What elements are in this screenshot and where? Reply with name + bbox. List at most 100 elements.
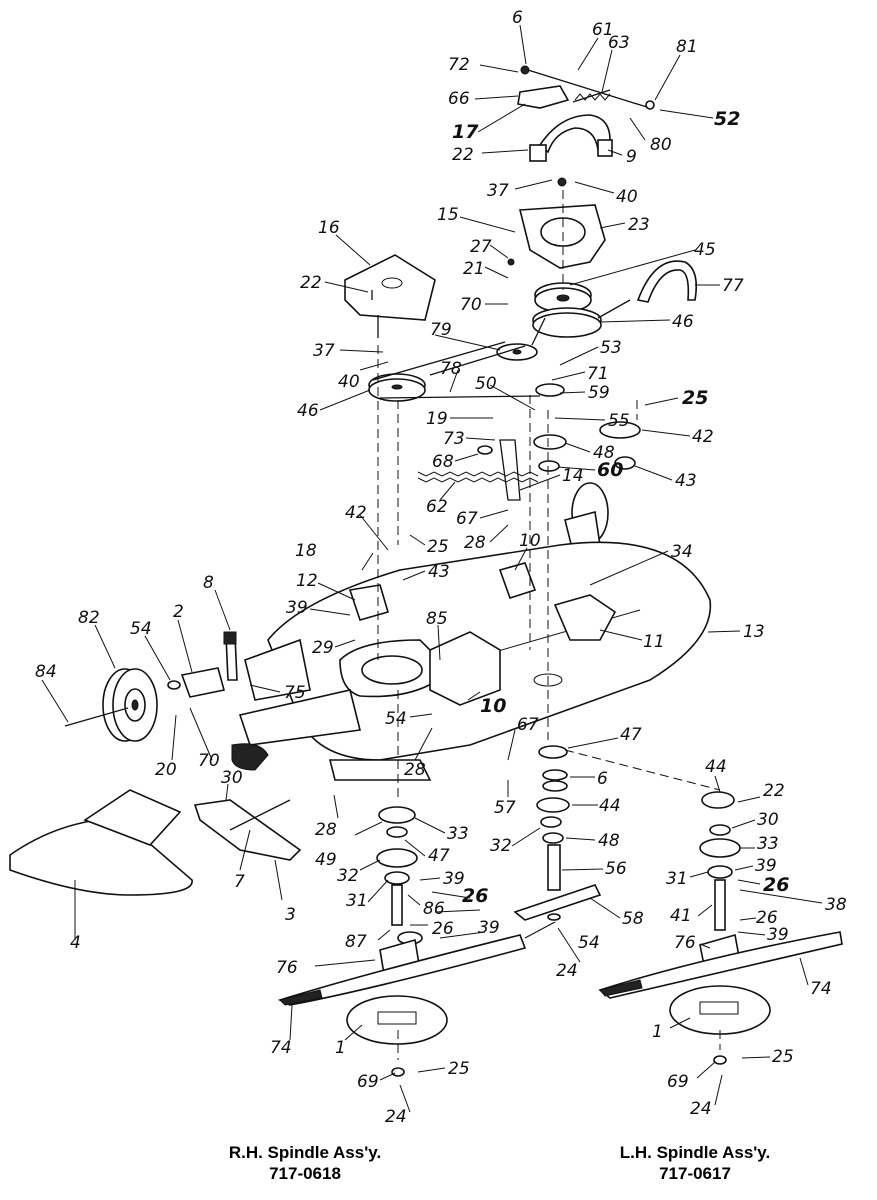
callout-16: 16	[318, 218, 340, 238]
callout-54: 54	[578, 933, 600, 953]
callout-54: 54	[385, 709, 407, 729]
callout-28: 28	[404, 760, 426, 780]
callout-21: 21	[463, 259, 485, 279]
callout-22: 22	[300, 273, 322, 293]
callout-37: 37	[487, 181, 509, 201]
callout-48: 32	[490, 836, 512, 856]
callout-15: 15	[437, 205, 459, 225]
callout-69: 69	[667, 1072, 689, 1092]
callout-4: 4	[70, 933, 81, 953]
callout-8: 8	[203, 573, 214, 593]
callout-24: 24	[690, 1099, 712, 1119]
belt-cover	[344, 254, 436, 338]
callout-44: 44	[705, 757, 727, 777]
callout-45: 45	[694, 240, 716, 260]
callout-33: 47	[428, 846, 450, 866]
rh-spindle-title: R.H. Spindle Ass'y.	[228, 1143, 382, 1162]
callout-74: 74	[810, 979, 832, 999]
callout-28: 57	[494, 798, 516, 818]
callout-32: 32	[337, 866, 359, 886]
callout-81: 81	[676, 37, 698, 57]
callout-26: 26	[763, 874, 789, 896]
callout-68: 68	[432, 452, 454, 472]
callout-19: 19	[426, 409, 448, 429]
callout-23: 23	[628, 215, 650, 235]
callout-22: 22	[452, 145, 474, 165]
lh-spindle	[598, 791, 843, 1065]
callout-24: 24	[556, 961, 578, 981]
callout-6: 30	[221, 768, 243, 788]
callout-66: 66	[448, 89, 470, 109]
callout-71: 71	[587, 364, 609, 384]
callout-70: 70	[198, 751, 220, 771]
callout-9: 9	[626, 147, 637, 167]
idler-spring	[417, 439, 539, 501]
callout-57: 6	[597, 769, 608, 789]
callout-52: 52	[714, 108, 740, 130]
belt-guide	[636, 260, 698, 303]
callout-10: 10	[519, 531, 541, 551]
callout-67: 67	[517, 715, 539, 735]
callout-25: 25	[772, 1047, 794, 1067]
assembly-lines	[377, 190, 721, 1060]
callout-7: 7	[234, 872, 245, 892]
callout-76: 76	[276, 958, 298, 978]
callout-11: 11	[643, 632, 665, 652]
callout-70: 70	[460, 295, 482, 315]
callout-58: 58	[622, 909, 644, 929]
callout-43: 43	[428, 562, 450, 582]
callout-59: 59	[588, 383, 610, 403]
callout-39: 39	[478, 918, 500, 938]
callout-18: 18	[295, 541, 317, 561]
callout-38: 38	[825, 895, 847, 915]
callout-44: 33	[447, 824, 469, 844]
callout-1: 1	[652, 1022, 663, 1042]
callout-39: 39	[286, 598, 308, 618]
callout-86: 86	[423, 899, 445, 919]
callout-53: 53	[600, 338, 622, 358]
callout-13: 13	[743, 622, 765, 642]
callout-63: 63	[608, 33, 630, 53]
lh-spindle-number: 717-0617	[659, 1164, 731, 1183]
callout-47: 47	[620, 725, 642, 745]
center-spindle	[513, 745, 602, 921]
callout-40: 40	[338, 372, 360, 392]
rh-spindle-number: 717-0618	[269, 1164, 341, 1183]
callout-12: 12	[296, 571, 318, 591]
callout-42: 42	[345, 503, 367, 523]
callout-49: 48	[598, 831, 620, 851]
callout-56: 56	[605, 859, 627, 879]
lh-spindle-caption: L.H. Spindle Ass'y. 717-0617	[590, 1142, 800, 1184]
callout-69: 69	[357, 1072, 379, 1092]
callout-34: 34	[671, 542, 693, 562]
callout-17: 17	[452, 121, 479, 143]
chute-deflector	[9, 789, 302, 896]
callout-30: 49	[315, 850, 337, 870]
callout-26: 26	[432, 919, 454, 939]
callout-33: 30	[757, 810, 779, 830]
callout-10: 10	[480, 695, 506, 717]
callout-84: 84	[35, 662, 57, 682]
callout-47: 44	[599, 796, 621, 816]
callout-25: 25	[682, 387, 708, 409]
callout-31: 31	[346, 891, 368, 911]
callout-62: 62	[426, 497, 448, 517]
callout-46: 46	[672, 312, 694, 332]
callout-30: 22	[763, 781, 785, 801]
callout-55: 55	[608, 411, 630, 431]
callout-50: 50	[475, 374, 497, 394]
callout-25: 25	[427, 537, 449, 557]
callout-67: 67	[456, 509, 478, 529]
callout-78: 78	[440, 359, 462, 379]
callout-28: 28	[464, 533, 486, 553]
callout-46: 46	[297, 401, 319, 421]
callout-leaders	[41, 24, 823, 1113]
callout-1: 1	[335, 1038, 346, 1058]
callout-37: 37	[313, 341, 335, 361]
callout-2: 2	[173, 602, 184, 622]
callout-31: 31	[666, 869, 688, 889]
callout-85: 85	[426, 609, 448, 629]
callout-54: 54	[130, 619, 152, 639]
callout-26: 26	[756, 908, 778, 928]
